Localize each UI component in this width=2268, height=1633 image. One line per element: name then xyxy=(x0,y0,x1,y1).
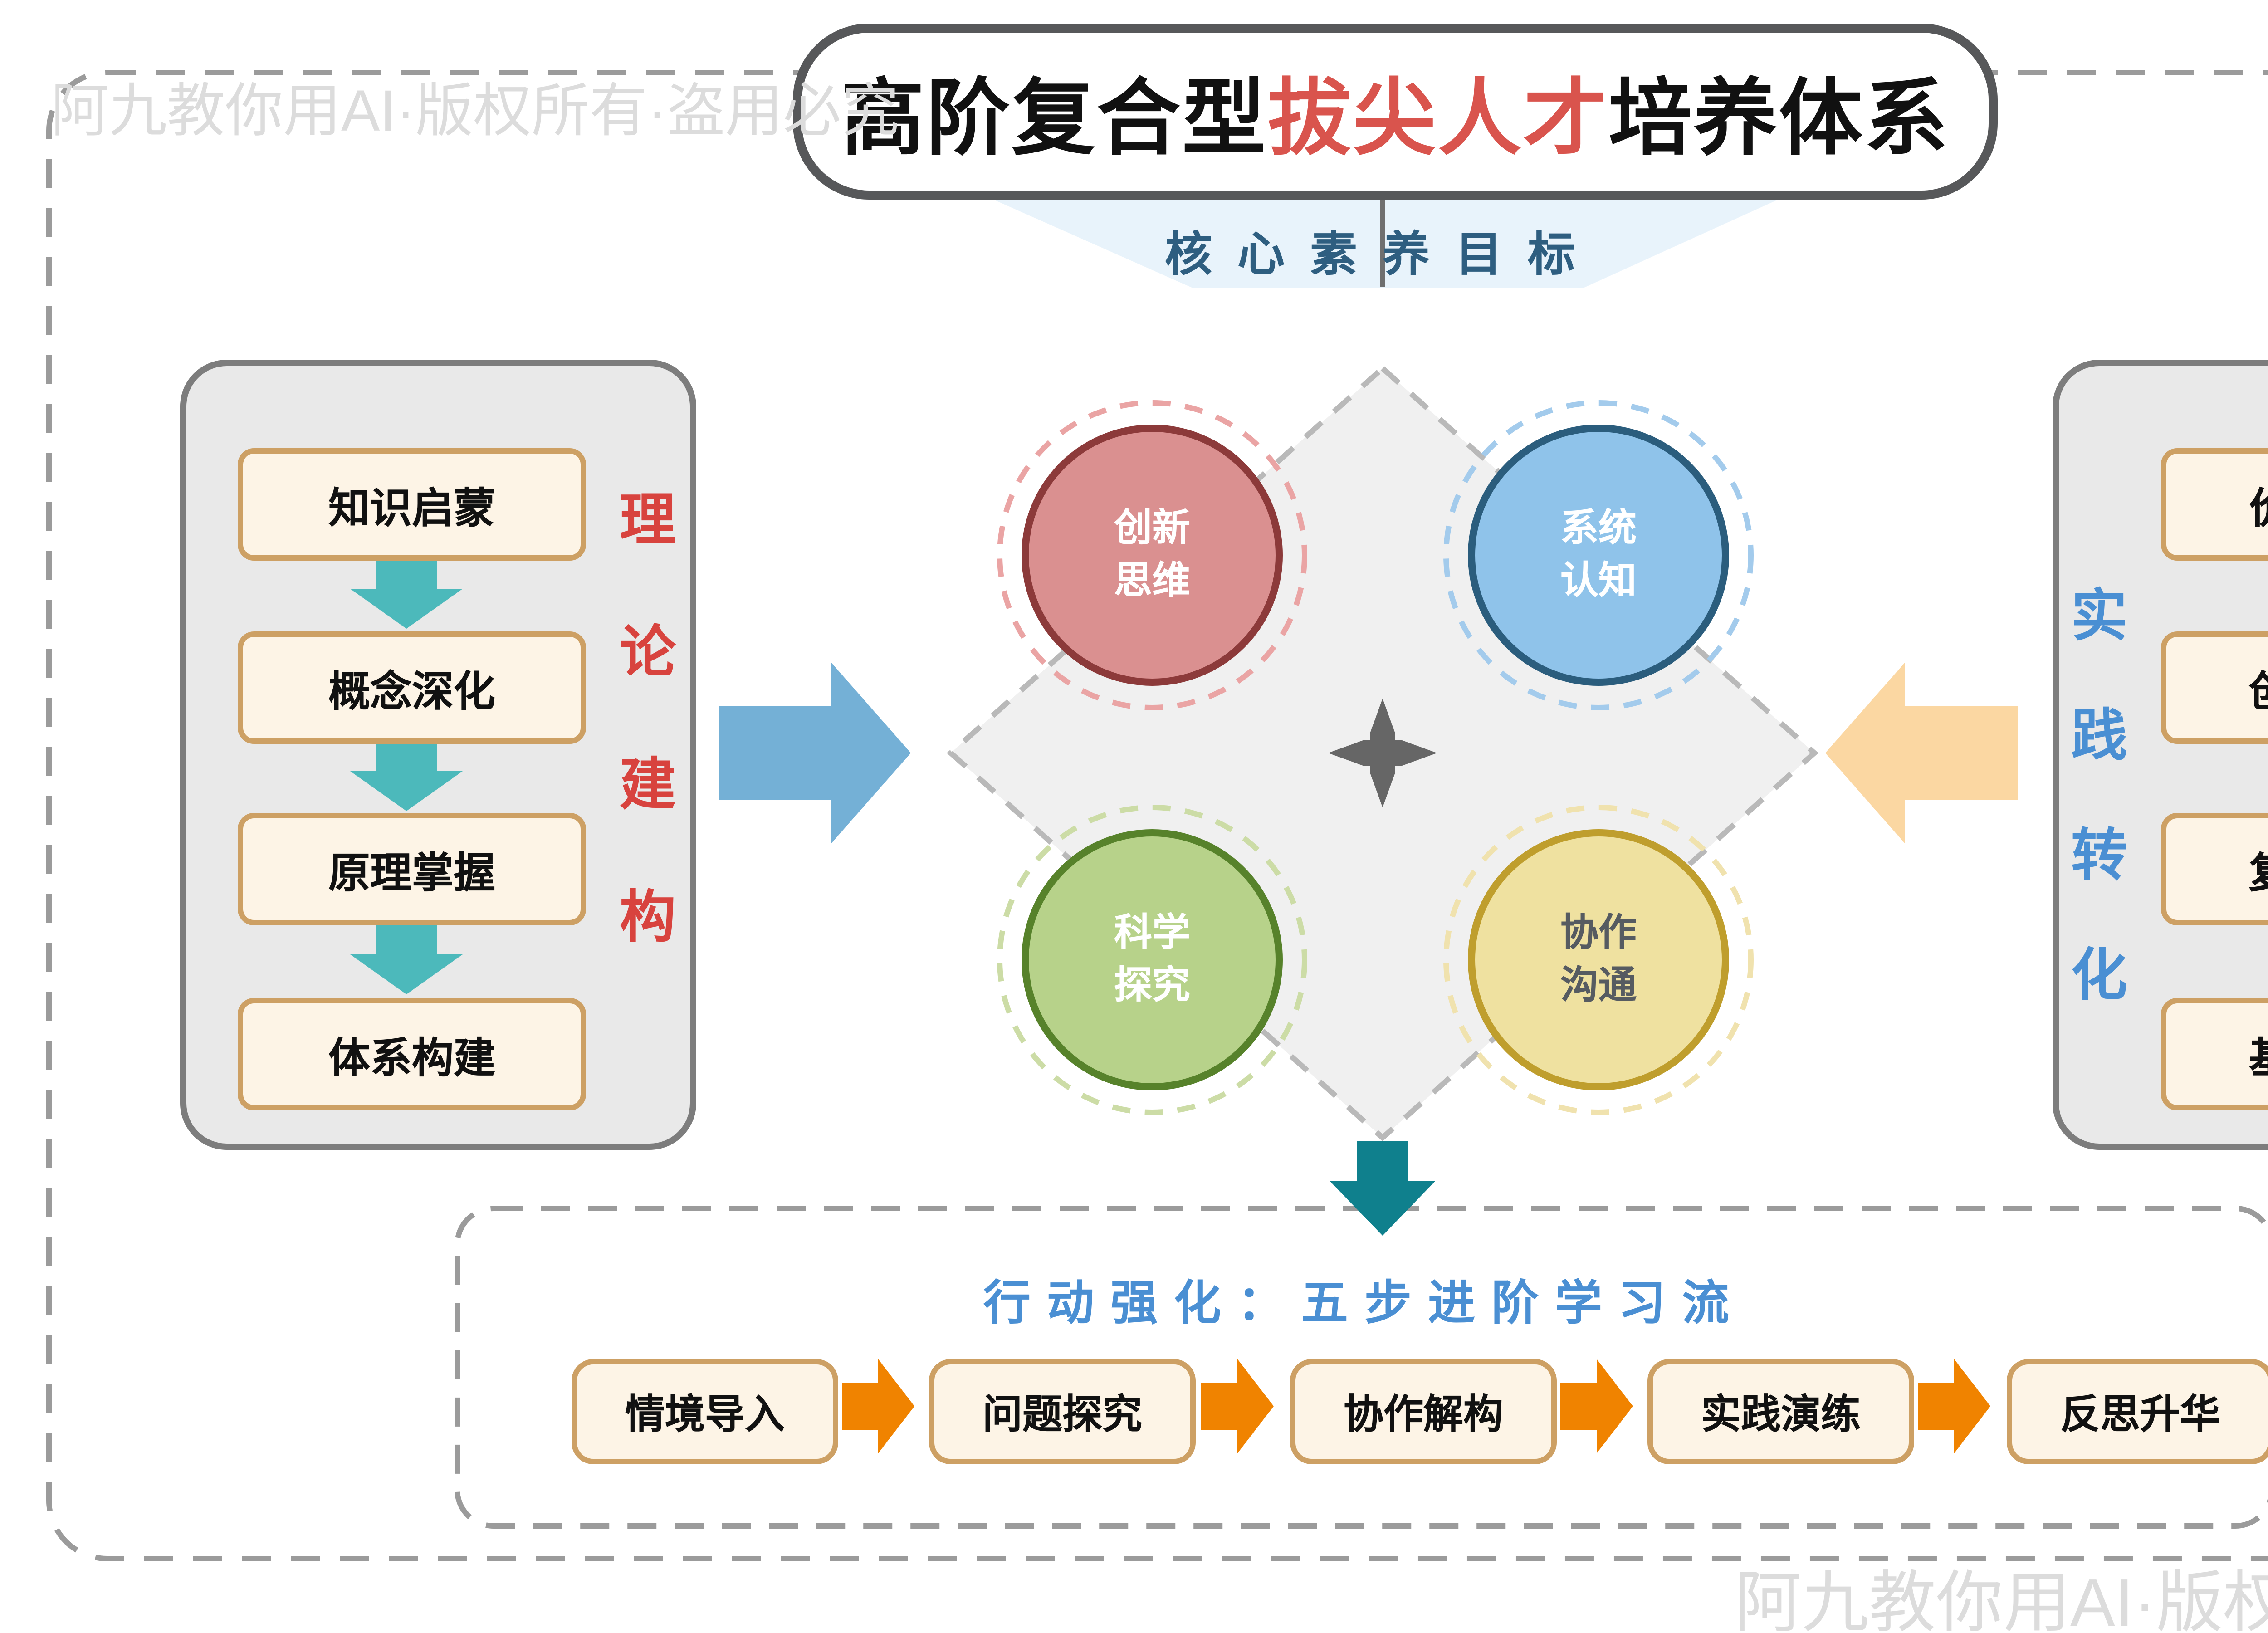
teal-down-arrow-icon xyxy=(1330,1141,1435,1236)
page-title-box: 高阶复合型拔尖人才培养体系 xyxy=(793,24,1998,200)
circle-label-science: 科学 探究 xyxy=(1114,913,1190,1007)
move-star-icon xyxy=(1328,699,1437,807)
circle-innovation xyxy=(1022,425,1283,686)
practice-item-3: 复杂应用 xyxy=(2161,813,2268,925)
page-title-highlight: 拔尖人才 xyxy=(1267,70,1608,164)
circle-collaboration xyxy=(1468,829,1729,1090)
practice-side-label: 实 践 转 化 xyxy=(2068,570,2130,1011)
funnel-shape xyxy=(953,181,1818,288)
ring-science xyxy=(997,805,1307,1115)
practice-char-1: 实 xyxy=(2071,584,2127,648)
action-panel-title: 行动强化：五步进阶学习流 xyxy=(983,1276,1745,1330)
ring-system xyxy=(1443,400,1754,710)
theory-char-1: 理 xyxy=(620,488,676,552)
theory-char-3: 建 xyxy=(620,753,676,816)
theory-char-4: 构 xyxy=(620,885,676,949)
theory-char-2: 论 xyxy=(620,621,676,684)
practice-char-2: 践 xyxy=(2071,704,2127,768)
blue-flow-arrow-icon xyxy=(719,662,911,844)
theory-item-2: 概念深化 xyxy=(238,631,586,744)
circle-label-system: 系统 认知 xyxy=(1560,508,1637,602)
circle-system xyxy=(1468,425,1729,686)
page-title-prefix: 高阶复合型 xyxy=(841,70,1267,164)
theory-item-4: 体系构建 xyxy=(238,998,586,1110)
practice-char-4: 化 xyxy=(2071,944,2127,1007)
peach-flow-arrow-icon xyxy=(1825,662,2018,844)
step-box-3: 协作解构 xyxy=(1290,1359,1557,1464)
page-title-suffix: 培养体系 xyxy=(1608,70,1950,164)
circle-label-innovation: 创新 思维 xyxy=(1114,508,1190,602)
step-box-2: 问题探究 xyxy=(929,1359,1196,1464)
step-box-1: 情境导入 xyxy=(572,1359,838,1464)
watermark-top-left: 阿九教你用AI·版权所有·盗用必究 xyxy=(51,78,899,143)
theory-item-1: 知识启蒙 xyxy=(238,448,586,561)
practice-item-1: 价值创造 xyxy=(2161,448,2268,561)
practice-char-3: 转 xyxy=(2071,824,2127,887)
ring-innovation xyxy=(997,400,1307,710)
theory-item-3: 原理掌握 xyxy=(238,813,586,925)
ring-collaboration xyxy=(1443,805,1754,1115)
funnel-label: 核心素养目标 xyxy=(1164,227,1600,281)
step-box-5: 反思升华 xyxy=(2007,1359,2268,1464)
watermark-bottom-right: 阿九教你用AI·版权所有·盗用必究 xyxy=(1735,1566,2268,1633)
circle-label-collaboration: 协作 沟通 xyxy=(1560,913,1637,1007)
practice-item-2: 创新转化 xyxy=(2161,631,2268,744)
practice-item-4: 基础操作 xyxy=(2161,998,2268,1110)
step-box-4: 实践演练 xyxy=(1647,1359,1914,1464)
circle-science xyxy=(1022,829,1283,1090)
theory-side-label: 理 论 建 构 xyxy=(617,474,679,953)
